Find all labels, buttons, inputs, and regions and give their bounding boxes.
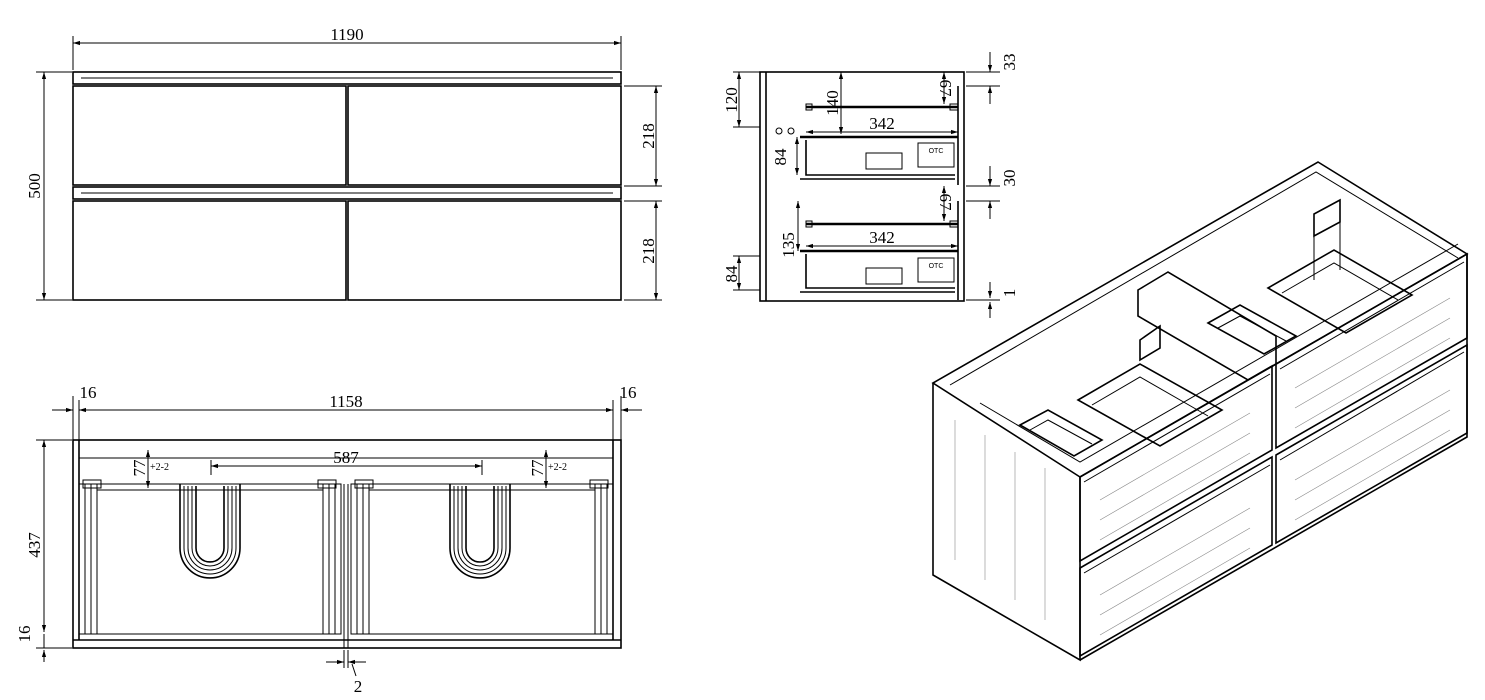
rail-bracket xyxy=(354,479,374,489)
drawer-divider-rail xyxy=(72,186,622,200)
inner-drawer-edge xyxy=(1091,376,1209,417)
slide-mechanism xyxy=(865,152,903,170)
lower-drawer: OTC xyxy=(800,220,959,293)
lower-drawer-height-label: 84 xyxy=(722,265,741,283)
countertop-panel xyxy=(72,71,622,85)
isometric-cabinet-view xyxy=(931,161,1469,662)
drawer-front-bottom-right xyxy=(347,200,622,301)
drawer-front-top-left xyxy=(72,85,347,186)
mid-clearance-label: 30 xyxy=(1000,170,1019,187)
u-cutout-line xyxy=(457,486,503,571)
inner-drawer-box xyxy=(1018,409,1104,457)
rail-bracket xyxy=(317,479,337,489)
right-panel-label: 16 xyxy=(620,383,637,402)
inner-drawer-box xyxy=(1076,363,1224,447)
cabinet-top-opening xyxy=(931,161,1469,478)
cabinet-side-outline xyxy=(759,71,965,302)
top-clearance-label: 33 xyxy=(1000,54,1019,71)
iso-drawer-bottom-right xyxy=(1275,343,1468,545)
lower-rail-height-label: 135 xyxy=(779,232,798,258)
u-cutout-outer xyxy=(179,484,241,579)
u-cutout-line xyxy=(191,486,229,567)
upper-drawer: OTC xyxy=(775,103,959,180)
inner-drawer-box xyxy=(1266,249,1414,334)
drawer-front-top-right xyxy=(347,85,622,186)
front-height-label: 500 xyxy=(25,173,44,199)
upper-gap-label: 67 xyxy=(936,80,955,98)
u-cutout-outer xyxy=(449,484,511,579)
drawer-edge-highlight xyxy=(1279,351,1465,461)
inner-drawer-edge xyxy=(1217,315,1287,342)
upper-rail-height-label: 140 xyxy=(823,90,842,116)
drawer-top-height-label: 218 xyxy=(639,123,658,149)
drain-spacing-label: 587 xyxy=(333,448,359,467)
inner-drawer-edge xyxy=(1029,419,1093,445)
center-partition xyxy=(1137,271,1277,381)
rail-bracket xyxy=(805,220,813,228)
u-cutout-line xyxy=(183,486,237,575)
right-tolerance-label: +2-2 xyxy=(548,462,567,473)
rail-bracket xyxy=(805,103,813,111)
top-offset-label: 120 xyxy=(722,87,741,113)
left-cutout-label: 77 xyxy=(130,459,149,477)
slide-logo-plate xyxy=(917,142,955,168)
depth-label: 437 xyxy=(25,532,44,558)
left-panel-label: 16 xyxy=(80,383,97,402)
fitting-icon xyxy=(775,127,783,135)
slide-logo: OTC xyxy=(929,263,944,270)
upper-drawer-height-label: 84 xyxy=(771,148,790,166)
right-cutout-label: 77 xyxy=(528,459,547,477)
u-cutout-inner xyxy=(195,486,225,563)
drawer-front-bottom-left xyxy=(72,200,347,301)
lower-drawer-depth-label: 342 xyxy=(869,228,895,247)
rail-bracket xyxy=(949,103,959,111)
slide-logo: OTC xyxy=(929,148,944,155)
bottom-clearance-label: 1 xyxy=(1000,289,1019,298)
inner-width-label: 1158 xyxy=(329,392,362,411)
lower-gap-label: 67 xyxy=(936,194,955,212)
side-section-view: OTC OTC 120 140 342 84 xyxy=(722,52,1019,318)
drawer-box xyxy=(805,254,955,289)
leader-line xyxy=(351,663,357,677)
rail-bracket xyxy=(589,479,609,489)
drawer-bottom-height-label: 218 xyxy=(639,238,658,264)
right-drawer-compartment xyxy=(350,479,614,635)
slide-mechanism xyxy=(865,267,903,285)
rail-bracket xyxy=(82,479,102,489)
drawer-edge-highlight xyxy=(1279,261,1465,370)
u-cutout-line xyxy=(453,486,507,575)
u-cutout-line xyxy=(187,486,233,571)
bottom-panel-label: 16 xyxy=(15,626,34,643)
left-tolerance-label: +2-2 xyxy=(150,462,169,473)
rail-bracket xyxy=(949,220,959,228)
inner-drawer-box xyxy=(1206,304,1298,355)
center-gap-label: 2 xyxy=(354,677,363,696)
cabinet-inner-edge xyxy=(949,171,1459,386)
iso-drawer-top-right xyxy=(1275,252,1468,450)
cabinet-plan-outline xyxy=(72,439,622,649)
drawer-edge-highlight xyxy=(1083,464,1271,574)
slide-logo-plate xyxy=(917,257,955,283)
hanger-bracket xyxy=(1139,324,1161,362)
plan-view: 1158 16 16 437 16 587 77 +2-2 77 +2-2 xyxy=(15,383,642,696)
left-drawer-compartment xyxy=(78,479,342,635)
inner-drawer-edge xyxy=(1281,262,1399,301)
front-view: 1190 500 218 218 xyxy=(25,25,662,301)
wood-grain-texture xyxy=(954,297,1451,636)
drawer-edge-highlight xyxy=(1083,373,1271,483)
compartment-outline xyxy=(350,483,614,635)
cabinet-inner-edge xyxy=(979,243,1459,463)
upper-drawer-depth-label: 342 xyxy=(869,114,895,133)
hanger-bracket xyxy=(1313,198,1341,238)
iso-drawer-bottom-left xyxy=(1079,455,1273,658)
compartment-outline xyxy=(78,483,342,635)
u-cutout-inner xyxy=(465,486,495,563)
u-cutout-line xyxy=(461,486,499,567)
drawer-box xyxy=(805,140,955,176)
front-width-label: 1190 xyxy=(330,25,363,44)
fitting-icon xyxy=(787,127,795,135)
